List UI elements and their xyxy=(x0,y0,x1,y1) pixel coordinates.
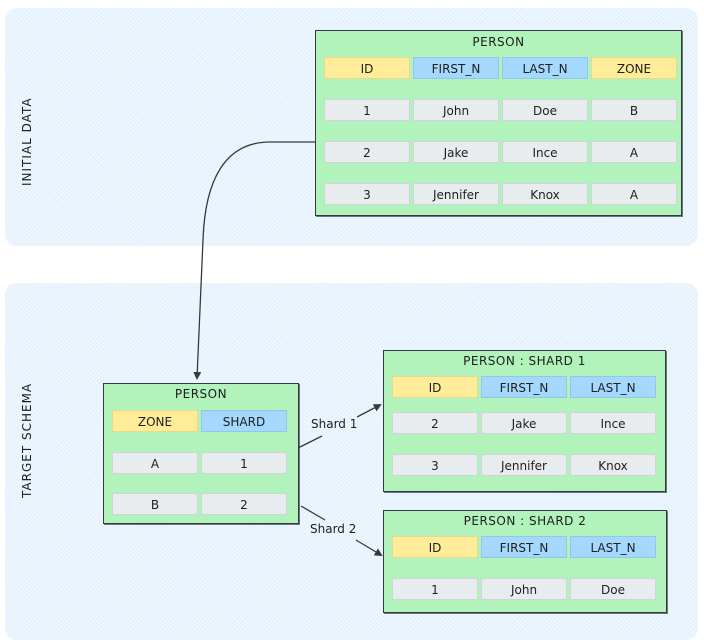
table-cell: A xyxy=(591,183,677,205)
table-cell: Jake xyxy=(481,412,567,434)
table-cell: A xyxy=(112,452,198,474)
column-header: ID xyxy=(324,57,410,79)
table-cell: John xyxy=(481,578,567,600)
table-cell: Ince xyxy=(570,412,656,434)
table-cell: Doe xyxy=(502,99,588,121)
table-cell: 2 xyxy=(324,141,410,163)
column-header: ID xyxy=(392,536,478,558)
table-title: PERSON : SHARD 2 xyxy=(463,514,587,528)
column-header: LAST_N xyxy=(502,57,588,79)
table-cell: Ince xyxy=(502,141,588,163)
initial-to-mapping-arrow xyxy=(193,141,315,380)
table-cell: 2 xyxy=(392,412,478,434)
table-title: PERSON : SHARD 1 xyxy=(463,354,586,368)
table-cell: B xyxy=(591,99,677,121)
table-cell: Jennifer xyxy=(413,183,499,205)
table-cell: 3 xyxy=(324,183,410,205)
column-header: LAST_N xyxy=(570,536,656,558)
shard2-arrow-head xyxy=(355,539,383,557)
table-cell: Jake xyxy=(413,141,499,163)
column-header: SHARD xyxy=(201,410,287,432)
table-cell: Knox xyxy=(570,454,656,476)
column-header: FIRST_N xyxy=(413,57,499,79)
shard2-arrow-tail xyxy=(300,505,326,521)
table-cell: 2 xyxy=(201,493,287,515)
table-cell: 3 xyxy=(392,454,478,476)
table-title: PERSON xyxy=(472,35,525,49)
table-cell: John xyxy=(413,99,499,121)
column-header: ID xyxy=(392,376,478,398)
table-cell: 1 xyxy=(392,578,478,600)
table-cell: B xyxy=(112,493,198,515)
column-header: LAST_N xyxy=(570,376,656,398)
column-header: FIRST_N xyxy=(481,376,567,398)
column-header: FIRST_N xyxy=(481,536,567,558)
shard2-edge-label: Shard 2 xyxy=(310,522,357,536)
table-cell: 1 xyxy=(324,99,410,121)
column-header: ZONE xyxy=(591,57,677,79)
table-cell: A xyxy=(591,141,677,163)
table-cell: Knox xyxy=(502,183,588,205)
table-cell: Jennifer xyxy=(481,454,567,476)
shard1-arrow-head xyxy=(356,404,382,418)
column-header: ZONE xyxy=(112,410,198,432)
table-cell: 1 xyxy=(201,452,287,474)
shard1-arrow-tail xyxy=(297,435,323,449)
shard1-edge-label: Shard 1 xyxy=(311,417,358,431)
table-title: PERSON xyxy=(174,387,228,401)
table-cell: Doe xyxy=(570,578,656,600)
